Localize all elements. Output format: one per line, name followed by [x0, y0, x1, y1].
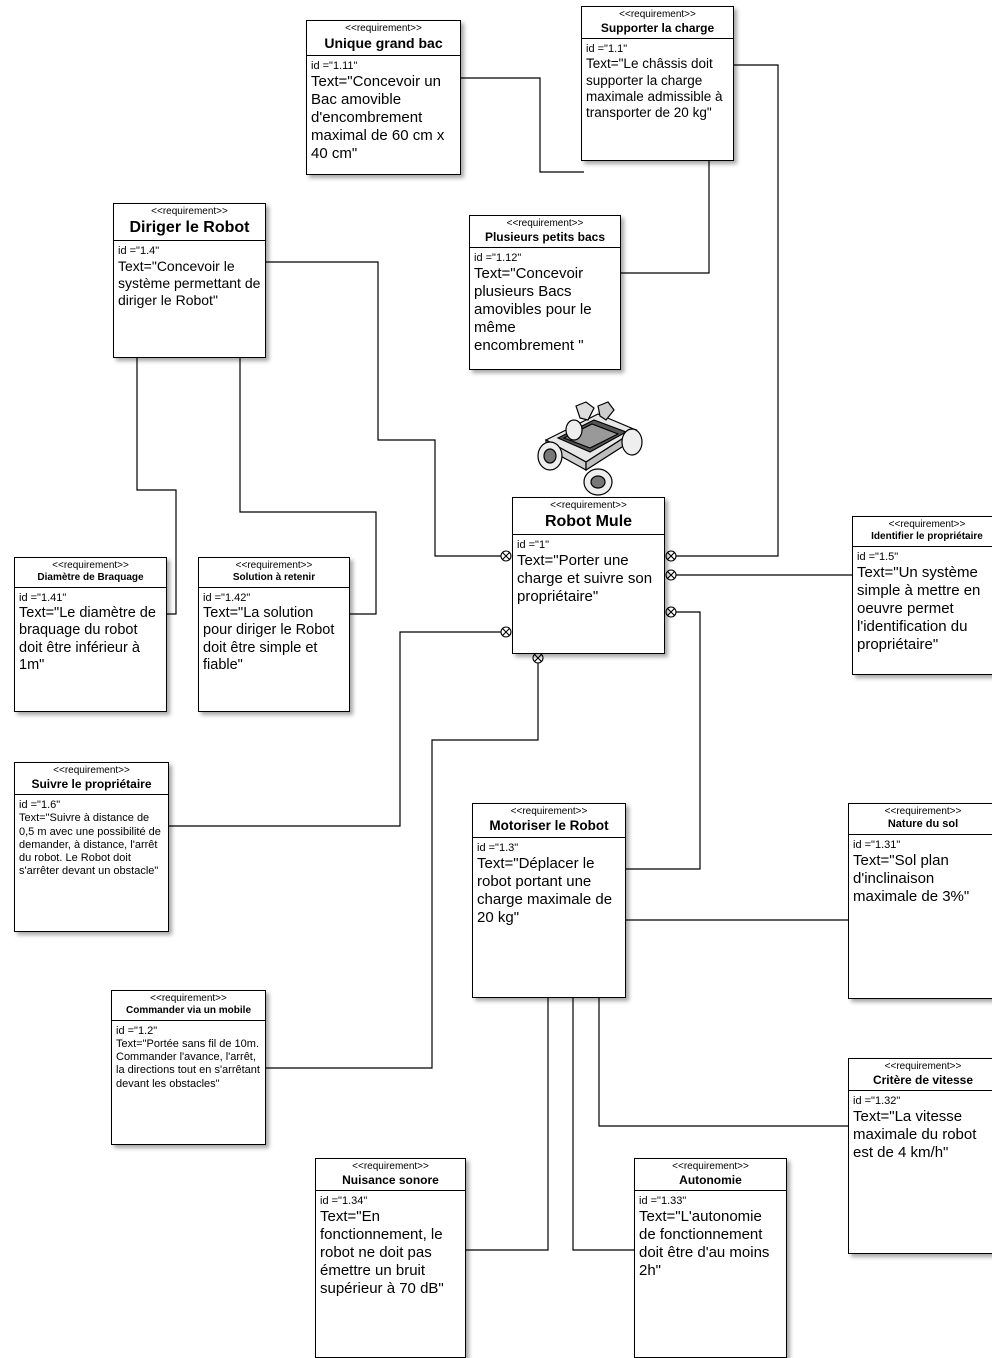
requirement-id: id ="1.12" — [474, 252, 522, 265]
requirement-name: Motoriser le Robot — [489, 818, 609, 833]
link-1-4-to-1 — [265, 261, 501, 557]
link-1-1-to-1 — [676, 64, 779, 557]
stereotype-label: <<requirement>> — [53, 765, 130, 776]
containment-marker-right-3 — [665, 606, 677, 618]
requirement-text: Text="Un système simple à mettre en oeuv… — [857, 564, 981, 653]
requirement-name: Identifier le propriétaire — [871, 531, 983, 542]
requirement-name: Diamètre de Braquage — [37, 572, 144, 583]
link-1-2-to-1 — [265, 663, 539, 1069]
requirement-text: Text="Portée sans fil de 10m. Commander … — [116, 1038, 260, 1090]
containment-marker-left-2 — [500, 626, 512, 638]
requirement-id: id ="1.31" — [853, 839, 901, 852]
requirement-supporter-la-charge[interactable]: <<requirement>> Supporter la charge id =… — [581, 6, 734, 161]
requirement-robot-mule[interactable]: <<requirement>> Robot Mule id ="1" Text=… — [512, 497, 665, 654]
stereotype-label: <<requirement>> — [884, 806, 962, 817]
stereotype-label: <<requirement>> — [235, 560, 313, 571]
requirement-name: Suivre le propriétaire — [31, 777, 152, 791]
requirement-name: Nature du sol — [887, 818, 959, 830]
containment-marker-left-1 — [500, 550, 512, 562]
requirement-autonomie[interactable]: <<requirement>> Autonomie id ="1.33" Tex… — [634, 1158, 787, 1358]
requirement-text: Text="Le châssis doit supporter la charg… — [586, 56, 723, 120]
requirement-text: Text="Déplacer le robot portant une char… — [477, 855, 613, 927]
stereotype-label: <<requirement>> — [345, 23, 422, 34]
requirement-name: Commander via un mobile — [125, 1005, 252, 1016]
link-1-33-to-1-3 — [572, 997, 634, 1251]
requirement-id: id ="1.41" — [19, 592, 67, 604]
requirement-text: Text="Concevoir plusieurs Bacs amovibles… — [474, 265, 592, 355]
requirement-identifier-le-proprietaire[interactable]: <<requirement>> Identifier le propriétai… — [852, 516, 992, 675]
stereotype-label: <<requirement>> — [506, 218, 584, 229]
requirement-name: Autonomie — [679, 1173, 742, 1187]
requirement-motoriser-le-robot[interactable]: <<requirement>> Motoriser le Robot id ="… — [472, 803, 626, 998]
stereotype-label: <<requirement>> — [672, 1161, 749, 1172]
link-1-3-to-1 — [626, 611, 701, 870]
requirement-text: Text="Suivre à distance de 0,5 m avec un… — [19, 812, 161, 878]
requirement-commander-via-un-mobile[interactable]: <<requirement>> Commander via un mobile … — [111, 990, 266, 1145]
robot-illustration — [537, 401, 643, 496]
requirement-id: id ="1.11" — [311, 59, 358, 72]
stereotype-label: <<requirement>> — [550, 500, 627, 511]
stereotype-label: <<requirement>> — [888, 519, 966, 530]
requirement-id: id ="1.33" — [639, 1195, 687, 1208]
stereotype-label: <<requirement>> — [150, 993, 227, 1004]
containment-marker-bottom — [532, 652, 544, 664]
requirement-id: id ="1.3" — [477, 842, 519, 855]
containment-marker-right-1 — [665, 550, 677, 562]
link-1-41-to-1-4 — [136, 357, 177, 615]
requirement-text: Text="Le diamètre de braquage du robot d… — [19, 605, 156, 674]
stereotype-label: <<requirement>> — [352, 1161, 429, 1172]
stereotype-label: <<requirement>> — [619, 9, 696, 20]
stereotype-label: <<requirement>> — [884, 1061, 962, 1072]
requirement-critere-de-vitesse[interactable]: <<requirement>> Critère de vitesse id ="… — [848, 1058, 992, 1254]
requirement-id: id ="1.6" — [19, 799, 61, 812]
requirement-id: id ="1.34" — [320, 1195, 368, 1208]
requirement-solution-a-retenir[interactable]: <<requirement>> Solution à retenir id ="… — [198, 557, 350, 712]
requirement-unique-grand-bac[interactable]: <<requirement>> Unique grand bac id ="1.… — [306, 20, 461, 175]
requirement-text: Text="Porter une charge et suivre son pr… — [517, 552, 653, 606]
requirement-id: id ="1.2" — [116, 1025, 158, 1037]
link-1-11-to-1-1 — [460, 77, 584, 173]
requirement-diriger-le-robot[interactable]: <<requirement>> Diriger le Robot id ="1.… — [113, 203, 266, 358]
requirement-name: Solution à retenir — [232, 572, 316, 583]
requirement-nature-du-sol[interactable]: <<requirement>> Nature du sol id ="1.31"… — [848, 803, 992, 999]
requirement-name: Plusieurs petits bacs — [484, 230, 606, 244]
stereotype-label: <<requirement>> — [510, 806, 588, 817]
stereotype-label: <<requirement>> — [52, 560, 129, 571]
requirement-nuisance-sonore[interactable]: <<requirement>> Nuisance sonore id ="1.3… — [315, 1158, 466, 1358]
requirement-id: id ="1.4" — [118, 245, 160, 258]
requirement-name: Nuisance sonore — [342, 1173, 439, 1187]
requirement-text: Text="La solution pour diriger le Robot … — [203, 605, 335, 674]
requirement-id: id ="1.32" — [853, 1095, 901, 1108]
stereotype-label: <<requirement>> — [151, 206, 228, 217]
requirement-text: Text="En fonctionnement, le robot ne doi… — [320, 1208, 444, 1298]
requirement-id: id ="1.42" — [203, 592, 251, 604]
requirement-text: Text="Concevoir un Bac amovible d'encomb… — [311, 72, 445, 162]
requirement-name: Robot Mule — [544, 513, 633, 530]
link-1-34-to-1-3 — [465, 997, 549, 1251]
requirement-text: Text="La vitesse maximale du robot est d… — [853, 1108, 977, 1162]
requirement-id: id ="1.1" — [586, 43, 628, 56]
requirement-diametre-de-braquage[interactable]: <<requirement>> Diamètre de Braquage id … — [14, 557, 167, 712]
requirement-text: Text="L'autonomie de fonctionnement doit… — [639, 1208, 770, 1280]
containment-marker-right-2 — [665, 569, 677, 581]
requirement-text: Text="Concevoir le système permettant de… — [118, 258, 261, 308]
link-1-6-to-1 — [168, 631, 501, 827]
link-1-32-to-1-3 — [598, 997, 848, 1127]
requirement-id: id ="1" — [517, 539, 549, 552]
requirement-name: Unique grand bac — [324, 35, 443, 51]
requirement-text: Text="Sol plan d'inclinaison maximale de… — [853, 852, 970, 906]
link-1-42-to-1-4 — [239, 357, 377, 615]
requirement-plusieurs-petits-bacs[interactable]: <<requirement>> Plusieurs petits bacs id… — [469, 215, 621, 370]
requirement-suivre-le-proprietaire[interactable]: <<requirement>> Suivre le propriétaire i… — [14, 762, 169, 932]
link-1-12-to-1-1 — [620, 160, 710, 274]
requirement-name: Critère de vitesse — [872, 1073, 974, 1087]
requirement-name: Diriger le Robot — [129, 219, 250, 236]
requirement-name: Supporter la charge — [600, 21, 715, 35]
requirement-id: id ="1.5" — [857, 551, 899, 563]
